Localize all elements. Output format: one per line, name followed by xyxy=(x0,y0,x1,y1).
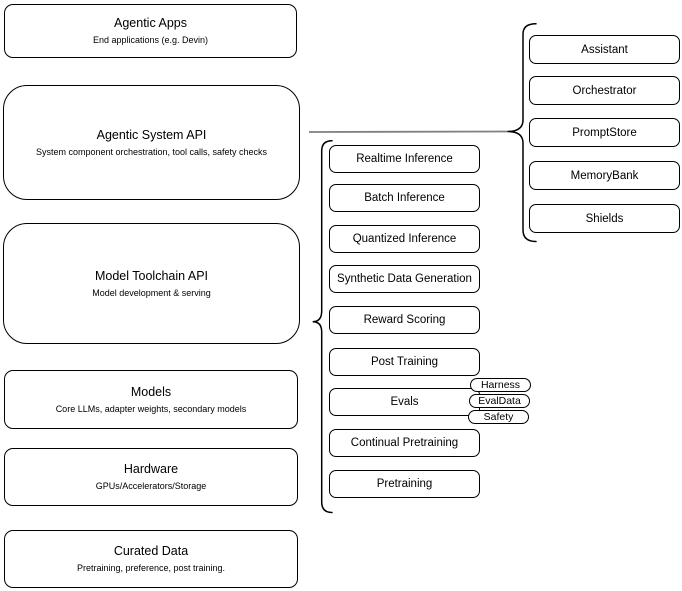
node-subtitle: Pretraining, preference, post training. xyxy=(76,563,226,573)
node-subtitle: System component orchestration, tool cal… xyxy=(35,146,268,157)
node-orchestrator: Orchestrator xyxy=(529,76,680,105)
badge-safety: Safety xyxy=(468,410,529,424)
node-title: Models xyxy=(130,384,172,399)
node-promptstore: PromptStore xyxy=(529,118,680,147)
node-subtitle: End applications (e.g. Devin) xyxy=(92,35,209,45)
node-pretraining: Pretraining xyxy=(329,470,480,498)
node-post-training: Post Training xyxy=(329,348,480,376)
badge-evaldata: EvalData xyxy=(469,394,530,408)
node-title: Curated Data xyxy=(113,544,189,558)
badge-harness: Harness xyxy=(470,378,531,392)
node-subtitle: Model development & serving xyxy=(92,287,211,298)
node-shields: Shields xyxy=(529,204,680,233)
node-hardware: Hardware GPUs/Accelerators/Storage xyxy=(4,448,298,506)
node-agentic-apps: Agentic Apps End applications (e.g. Devi… xyxy=(4,4,297,58)
node-title: Model Toolchain API xyxy=(94,268,209,283)
node-agentic-system-api: Agentic System API System component orch… xyxy=(3,85,300,200)
node-memorybank: MemoryBank xyxy=(529,161,680,190)
node-title: Agentic System API xyxy=(96,127,207,142)
system-api-to-components-connector-line xyxy=(308,130,508,133)
node-subtitle: Core LLMs, adapter weights, secondary mo… xyxy=(55,403,247,414)
node-evals: Evals xyxy=(329,388,480,416)
node-model-toolchain-api: Model Toolchain API Model development & … xyxy=(3,223,300,344)
node-curated-data: Curated Data Pretraining, preference, po… xyxy=(4,530,298,588)
node-continual-pretraining: Continual Pretraining xyxy=(329,429,480,457)
node-assistant: Assistant xyxy=(529,35,680,64)
node-models: Models Core LLMs, adapter weights, secon… xyxy=(4,370,298,429)
node-realtime-inference: Realtime Inference xyxy=(329,145,480,173)
node-batch-inference: Batch Inference xyxy=(329,184,480,212)
node-synthetic-data-generation: Synthetic Data Generation xyxy=(329,265,480,293)
node-reward-scoring: Reward Scoring xyxy=(329,306,480,334)
node-title: Hardware xyxy=(123,462,179,476)
node-quantized-inference: Quantized Inference xyxy=(329,225,480,253)
node-subtitle: GPUs/Accelerators/Storage xyxy=(95,481,207,491)
node-title: Agentic Apps xyxy=(114,16,187,30)
